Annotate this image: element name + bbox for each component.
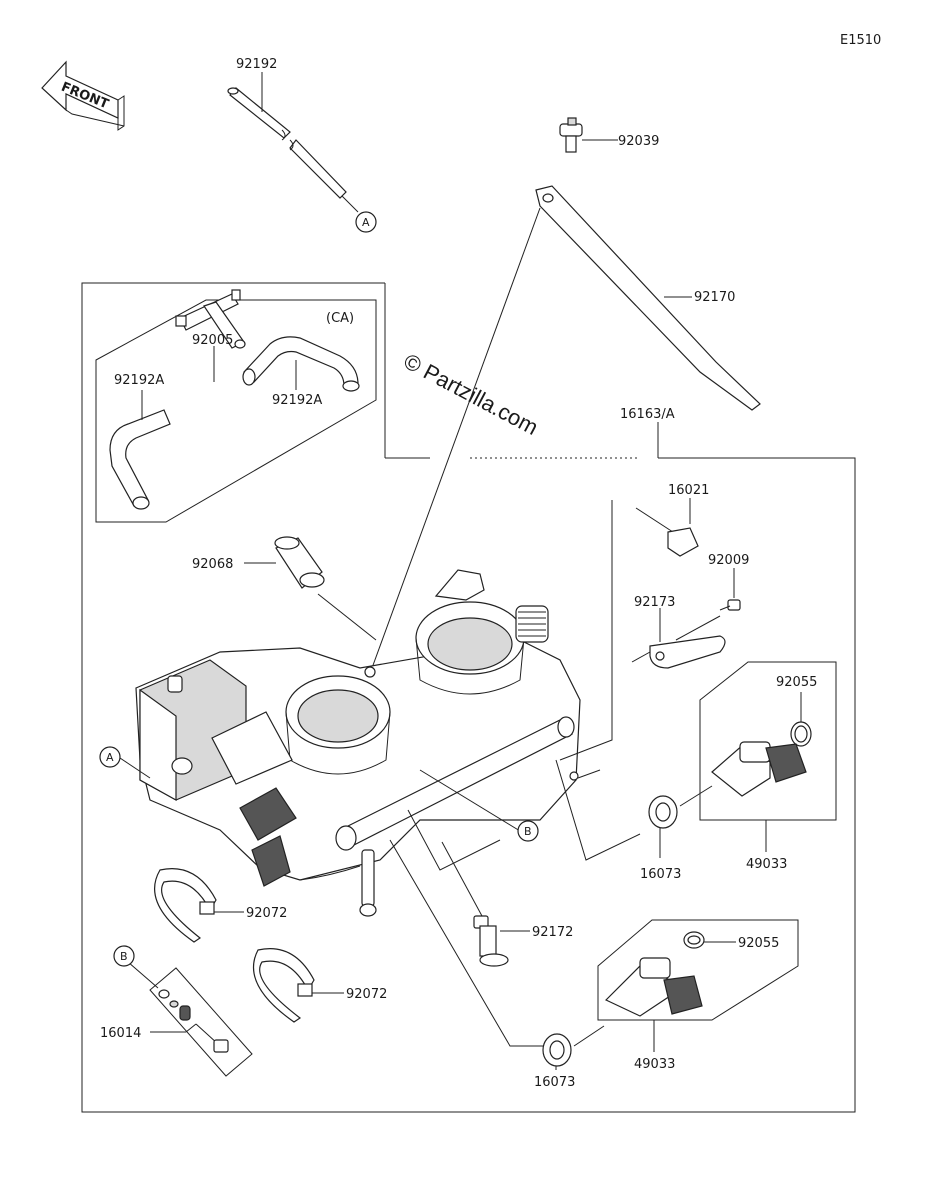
callout-b-left xyxy=(113,945,135,967)
hose-92192a-right xyxy=(242,336,360,392)
label-92072-left: 92072 xyxy=(246,906,287,921)
ca-label: (CA) xyxy=(326,311,354,326)
seal-16073-lower xyxy=(542,1033,572,1067)
pin-92172 xyxy=(473,915,509,967)
callout-a-top xyxy=(355,211,377,233)
front-arrow-icon: FRONT xyxy=(41,60,125,131)
bolt-92039 xyxy=(559,117,583,153)
label-92009: 92009 xyxy=(708,553,749,568)
diagram-code: E1510 xyxy=(840,33,881,48)
band-92072-left xyxy=(154,868,217,943)
label-49033-lower: 49033 xyxy=(634,1057,675,1072)
assembly-label: 16163/A xyxy=(620,407,675,422)
label-92055-lower: 92055 xyxy=(738,936,779,951)
valve-group-box xyxy=(149,967,253,1077)
callout-a-left xyxy=(99,746,121,768)
callout-a-left-text: A xyxy=(106,751,114,764)
callout-a-top-text: A xyxy=(362,216,370,229)
label-16073-lower: 16073 xyxy=(534,1075,575,1090)
label-16073-upper: 16073 xyxy=(640,867,681,882)
callout-b-mid-text: B xyxy=(524,825,532,838)
label-92192a-left: 92192A xyxy=(114,373,164,388)
callout-b-left-text: B xyxy=(120,950,128,963)
label-92192a-right: 92192A xyxy=(272,393,322,408)
label-92173: 92173 xyxy=(634,595,675,610)
label-92172: 92172 xyxy=(532,925,573,940)
label-92005: 92005 xyxy=(192,333,233,348)
injector-49033-lower xyxy=(604,957,703,1017)
callout-b-mid xyxy=(517,820,539,842)
injector-49033-upper xyxy=(711,741,807,797)
label-92170: 92170 xyxy=(694,290,735,305)
ca-box xyxy=(95,299,377,523)
seal-16073-upper xyxy=(648,795,678,829)
label-92039: 92039 xyxy=(618,134,659,149)
label-92192: 92192 xyxy=(236,57,277,72)
cap-92068 xyxy=(274,536,325,589)
hose-92192 xyxy=(227,87,347,199)
screw-92009 xyxy=(719,599,741,611)
injector-box-lower xyxy=(597,919,799,1021)
label-92068: 92068 xyxy=(192,557,233,572)
screw-16021 xyxy=(635,507,699,557)
joint-92005 xyxy=(175,289,246,349)
throttle-body-assembly xyxy=(135,569,581,917)
valve-16014 xyxy=(158,989,229,1053)
clamp-92173 xyxy=(649,635,726,669)
label-16014: 16014 xyxy=(100,1026,141,1041)
band-92072-right xyxy=(253,948,315,1023)
throttle-spring-icon xyxy=(515,605,549,643)
strap-92170 xyxy=(535,185,761,411)
assembly-frame xyxy=(81,282,856,1113)
label-16021: 16021 xyxy=(668,483,709,498)
ring-92055-upper xyxy=(790,721,812,747)
injector-box-upper xyxy=(699,661,837,821)
ring-92055-lower xyxy=(683,931,705,949)
label-49033-upper: 49033 xyxy=(746,857,787,872)
watermark: © Partzilla.com xyxy=(400,348,543,440)
label-92055-upper: 92055 xyxy=(776,675,817,690)
label-92072-right: 92072 xyxy=(346,987,387,1002)
hose-92192a-left xyxy=(109,409,171,510)
